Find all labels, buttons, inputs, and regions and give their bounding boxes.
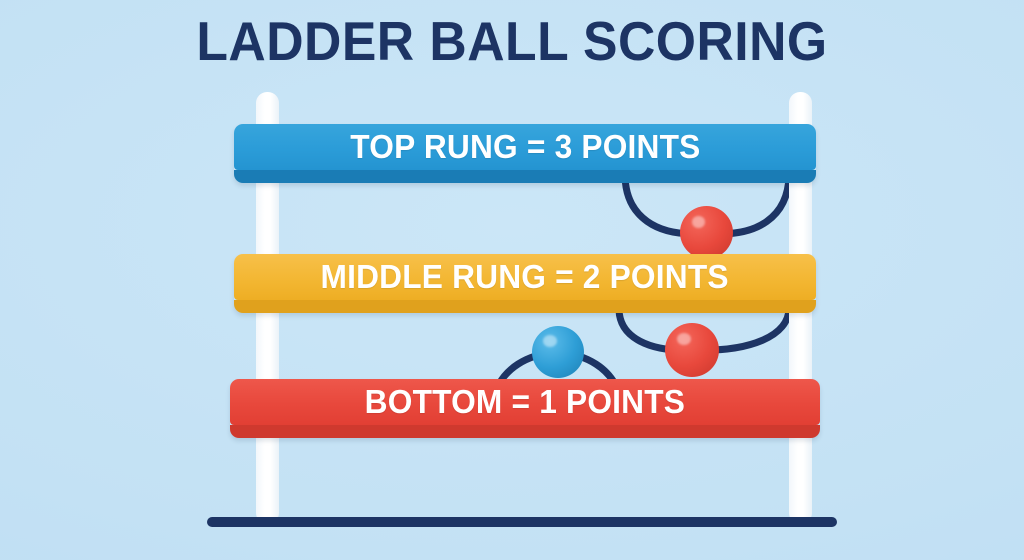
rung-bottom: BOTTOM = 1 POINTS — [230, 379, 820, 438]
rung-bottom-edge — [230, 425, 820, 438]
rung-middle-edge — [234, 300, 816, 313]
rung-top-edge — [234, 170, 816, 183]
bola-ball-middle-red — [665, 323, 719, 377]
rung-top: TOP RUNG = 3 POINTS — [234, 124, 816, 183]
rung-middle-label: MIDDLE RUNG = 2 POINTS — [320, 258, 730, 295]
rung-top-face: TOP RUNG = 3 POINTS — [234, 124, 816, 170]
page-title: LADDER BALL SCORING — [196, 10, 828, 72]
bola-ball-top-red — [680, 206, 733, 259]
rung-bottom-label: BOTTOM = 1 POINTS — [364, 383, 686, 420]
ball-highlight — [691, 215, 706, 228]
rung-middle-face: MIDDLE RUNG = 2 POINTS — [234, 254, 816, 300]
ball-body — [665, 323, 719, 377]
ball-highlight — [543, 335, 557, 348]
ball-highlight — [676, 332, 691, 346]
rung-top-label: TOP RUNG = 3 POINTS — [349, 128, 701, 165]
rung-bottom-face: BOTTOM = 1 POINTS — [230, 379, 820, 425]
ball-body — [532, 326, 584, 378]
ground-base-line — [207, 517, 837, 527]
ball-body — [680, 206, 733, 259]
rung-middle: MIDDLE RUNG = 2 POINTS — [234, 254, 816, 313]
bola-ball-middle-blue — [532, 326, 584, 378]
